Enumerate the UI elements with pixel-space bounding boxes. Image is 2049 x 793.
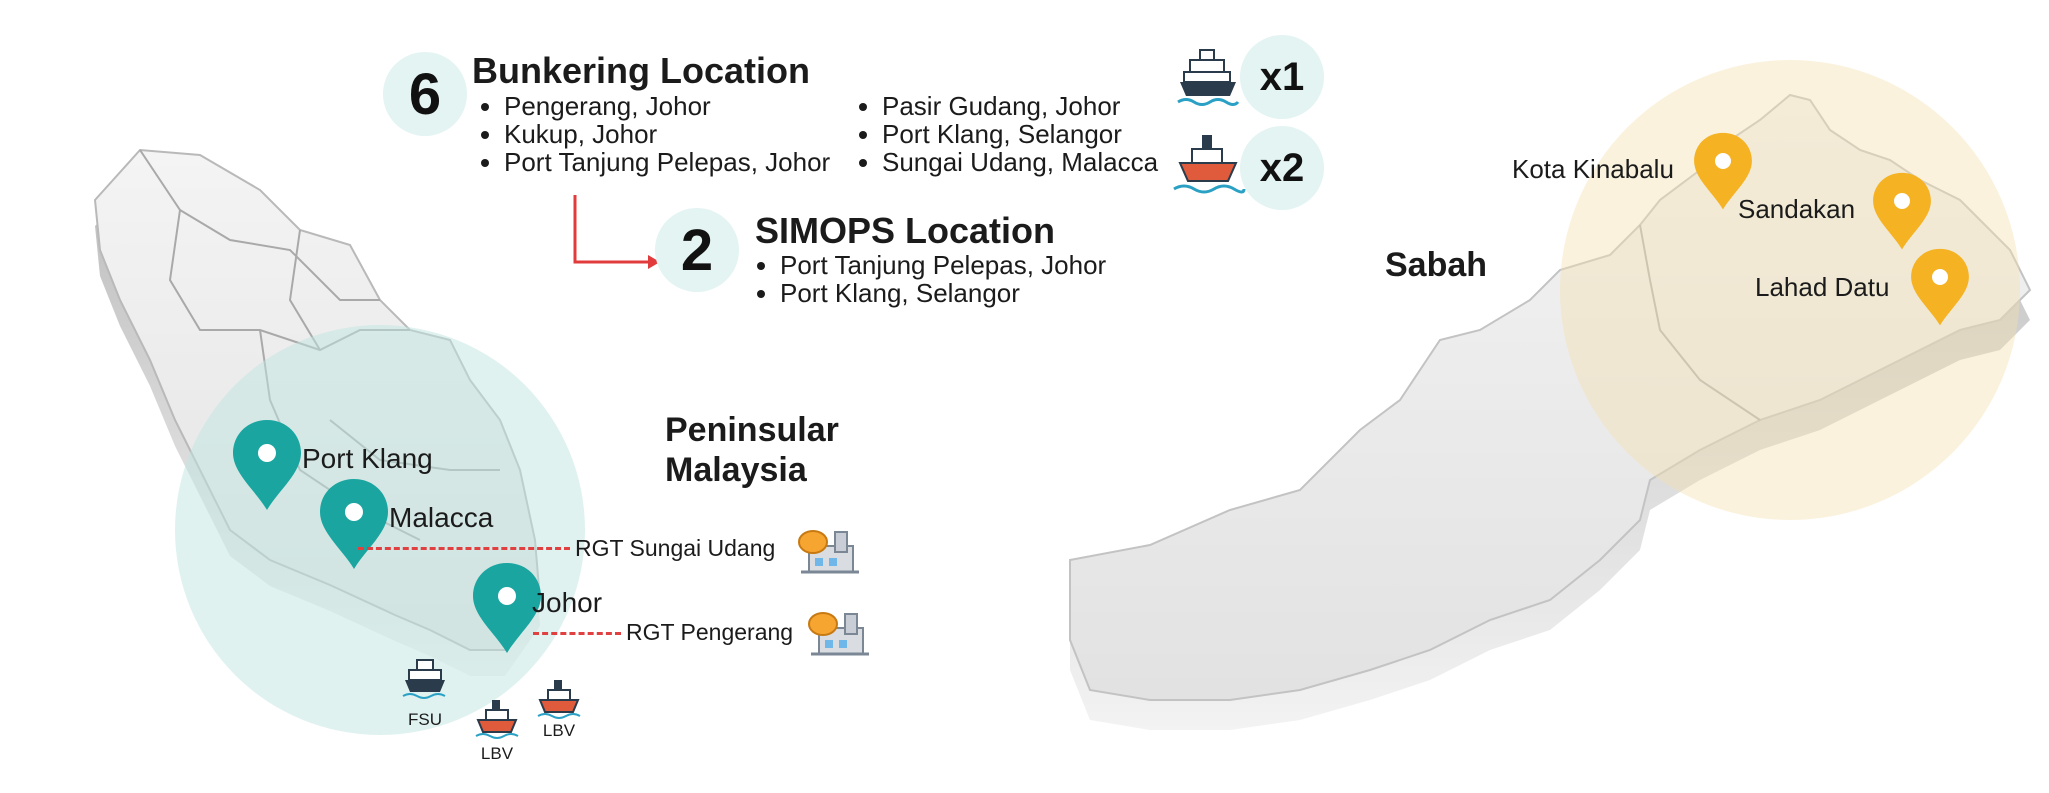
list-item: Sungai Udang, Malacca	[882, 148, 1158, 176]
simops-count: 2	[680, 217, 714, 283]
fsu-multiplier-badge: x1	[1240, 35, 1324, 119]
sandakan-label: Sandakan	[1738, 194, 1856, 224]
bunkering-title: Bunkering Location	[472, 50, 811, 91]
peninsular-line2: Malaysia	[665, 451, 807, 489]
list-item: Kukup, Johor	[504, 120, 830, 148]
simops-count-badge: 2	[655, 208, 739, 292]
fsu-vessel-icon	[402, 659, 446, 699]
lbv-multiplier: x2	[1259, 145, 1305, 190]
kota-kinabalu-label: Kota Kinabalu	[1512, 154, 1674, 184]
connector-arrowhead	[648, 255, 660, 269]
pin-port-klang-icon	[233, 420, 301, 510]
fsu-multiplier: x1	[1259, 54, 1305, 99]
lbv-vessel-icon-1	[475, 700, 519, 739]
lbv-legend-icon	[1173, 135, 1246, 194]
johor-label: Johor	[532, 587, 603, 618]
pin-malacca-icon	[320, 479, 388, 569]
bunkering-count: 6	[408, 61, 442, 127]
sungai-udang-dashed-line	[358, 547, 570, 550]
pin-johor-icon	[473, 563, 541, 653]
east-malaysia-map	[1069, 93, 2032, 730]
peninsular-line1: Peninsular	[665, 411, 839, 449]
pin-sandakan-icon	[1873, 172, 1931, 250]
pengerang-dashed-line	[533, 632, 621, 635]
list-item: Port Klang, Selangor	[882, 120, 1158, 148]
simops-list: Port Tanjung Pelepas, Johor Port Klang, …	[748, 251, 1106, 307]
lahad-datu-label: Lahad Datu	[1755, 272, 1890, 302]
rgt-sungai-udang-label: RGT Sungai Udang	[575, 535, 776, 561]
bunkering-list-col1: Pengerang, Johor Kukup, Johor Port Tanju…	[472, 92, 830, 176]
list-item: Pasir Gudang, Johor	[882, 92, 1158, 120]
fsu-legend-icon	[1177, 49, 1240, 106]
list-item: Port Tanjung Pelepas, Johor	[780, 251, 1106, 279]
sabah-region-label: Sabah	[1385, 246, 1488, 284]
malacca-label: Malacca	[389, 502, 494, 533]
port-klang-label: Port Klang	[302, 443, 433, 474]
rgt-pengerang-terminal-icon	[808, 612, 869, 656]
lbv-vessel-icon-2	[537, 680, 581, 719]
lbv-label-2: LBV	[542, 721, 576, 740]
fsu-label: FSU	[408, 710, 442, 729]
simops-title: SIMOPS Location	[755, 210, 1056, 251]
lbv-multiplier-badge: x2	[1240, 126, 1324, 210]
connector-arrow	[573, 195, 648, 264]
bunkering-list-col2: Pasir Gudang, Johor Port Klang, Selangor…	[850, 92, 1158, 176]
pin-lahad-datu-icon	[1911, 248, 1969, 326]
rgt-pengerang-label: RGT Pengerang	[626, 619, 794, 645]
list-item: Pengerang, Johor	[504, 92, 830, 120]
list-item: Port Klang, Selangor	[780, 279, 1106, 307]
peninsular-region-label: Peninsular Malaysia	[665, 410, 839, 490]
bunkering-count-badge: 6	[383, 52, 467, 136]
rgt-sungai-udang-terminal-icon	[798, 530, 859, 574]
pin-kota-kinabalu-icon	[1694, 132, 1752, 210]
lbv-label-1: LBV	[480, 744, 514, 763]
list-item: Port Tanjung Pelepas, Johor	[504, 148, 830, 176]
